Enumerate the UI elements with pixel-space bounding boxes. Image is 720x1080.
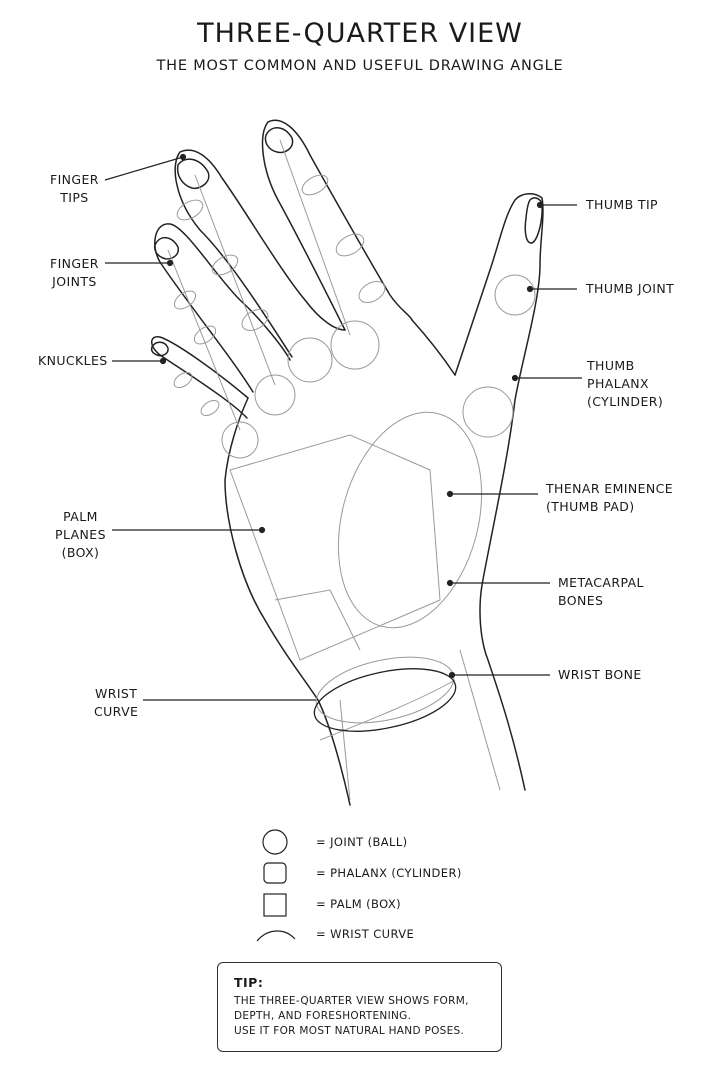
page-title: THREE-QUARTER VIEW: [197, 18, 523, 49]
wrist-curve-ellipse: [313, 668, 457, 732]
legend-palm-text: = PALM (BOX): [316, 897, 401, 911]
rounded-square-icon: [263, 862, 287, 884]
tip-line: DEPTH, AND FORESHORTENING.: [234, 1010, 412, 1022]
label-knuckles: KNUCKLES: [38, 353, 108, 368]
tip-box: TIP: THE THREE-QUARTER VIEW SHOWS FORM, …: [217, 962, 502, 1052]
label-thumb-tip: THUMB TIP: [586, 197, 658, 212]
square-icon: [263, 893, 287, 917]
label-thumb-joint: THUMB JOINT: [586, 281, 675, 296]
legend-icons: [256, 829, 296, 942]
construction-lines: [167, 139, 536, 801]
arc-icon: [256, 930, 296, 942]
label-thenar-eminence: THENAR EMINENCE(THUMB PAD): [546, 481, 674, 514]
legend-wrist-curve-text: = WRIST CURVE: [316, 927, 415, 941]
page-subtitle: THE MOST COMMON AND USEFUL DRAWING ANGLE: [156, 58, 564, 74]
tip-line: USE IT FOR MOST NATURAL HAND POSES.: [234, 1025, 465, 1037]
legend-joint-text: = JOINT (BALL): [316, 835, 408, 849]
legend-phalanx-text: = PHALANX (CYLINDER): [316, 866, 462, 880]
tip-line: THE THREE-QUARTER VIEW SHOWS FORM,: [234, 995, 469, 1007]
tip-title: TIP:: [234, 975, 264, 990]
circle-icon: [262, 829, 288, 855]
leader-lines: [104, 153, 582, 701]
label-wrist-bone: WRIST BONE: [558, 667, 642, 682]
hand-outline: [150, 119, 544, 806]
